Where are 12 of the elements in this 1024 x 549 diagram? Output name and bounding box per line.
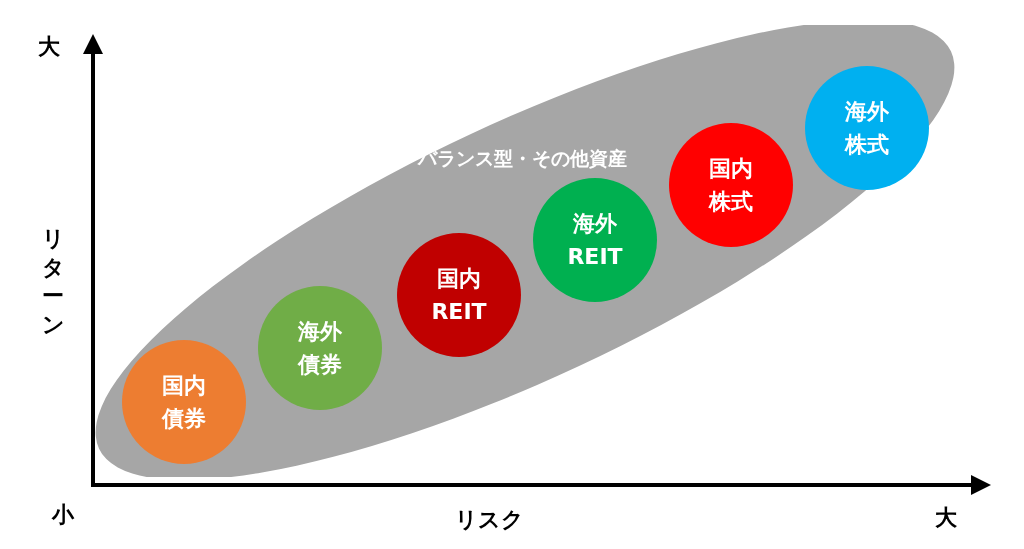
asset-label: 海外REIT [566, 210, 624, 271]
ellipse-region [95, 25, 957, 477]
asset-label: 国内REIT [430, 265, 488, 326]
asset-label: 国内債券 [160, 372, 207, 433]
axis-title: リターン [42, 225, 64, 339]
asset-label: 国内株式 [707, 155, 754, 216]
asset-label: 海外債券 [296, 318, 343, 379]
asset-label: 海外株式 [843, 98, 890, 159]
axis-min-label: 小 [52, 501, 74, 529]
axis-max-label: 大 [38, 33, 60, 61]
axis-title: リスク [455, 506, 524, 534]
axis-max-label: 大 [935, 504, 957, 532]
